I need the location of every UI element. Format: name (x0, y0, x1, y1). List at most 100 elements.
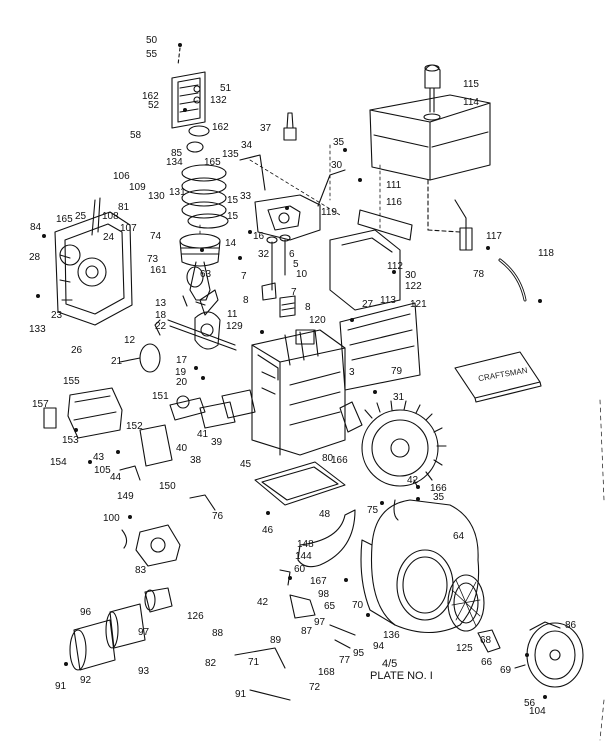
callout-152: 152 (126, 421, 143, 432)
callout-111: 111 (386, 180, 402, 191)
callout-129: 129 (226, 321, 243, 332)
callout-75: 75 (367, 505, 379, 516)
callout-26: 26 (71, 345, 83, 356)
callout-46: 46 (262, 525, 274, 536)
tank-bracket (329, 229, 401, 311)
callout-148: 148 (297, 539, 314, 550)
callout-136: 136 (383, 630, 400, 641)
callout-161: 161 (150, 265, 167, 276)
crankshaft (119, 311, 237, 373)
callout-22: 22 (155, 321, 167, 332)
callout-15: 15 (227, 195, 239, 206)
air-cleaner-assembly (171, 47, 210, 153)
callout-115: 115 (463, 79, 479, 90)
callout-40: 40 (176, 443, 188, 454)
flywheel (339, 400, 447, 489)
air-deflector (297, 509, 356, 568)
heat-shield (357, 209, 413, 241)
callout-119: 119 (321, 207, 337, 218)
callout-73: 73 (147, 254, 159, 265)
callout-56: 56 (524, 698, 536, 709)
callout-92: 92 (80, 675, 92, 686)
callout-8: 8 (243, 295, 249, 306)
callout-117: 117 (486, 231, 502, 242)
crankcase-cover (54, 197, 133, 326)
callout-114: 114 (463, 97, 479, 108)
callout-34: 34 (241, 140, 253, 151)
callout-68: 68 (480, 635, 492, 646)
callout-52: 52 (148, 100, 160, 111)
callout-86: 86 (565, 620, 577, 631)
callout-107: 107 (120, 223, 137, 234)
callout-105: 105 (94, 465, 111, 476)
callout-71: 71 (248, 657, 260, 668)
callout-95: 95 (353, 648, 365, 659)
callout-96: 96 (80, 607, 92, 618)
callout-118: 118 (538, 248, 554, 259)
callout-89: 89 (270, 635, 282, 646)
callout-98: 98 (318, 589, 330, 600)
callout-30: 30 (405, 270, 417, 281)
callout-55: 55 (146, 49, 158, 60)
callout-134: 134 (166, 157, 183, 168)
callout-38: 38 (190, 455, 202, 466)
callout-35: 35 (333, 137, 345, 148)
callout-106: 106 (113, 171, 130, 182)
blower-housing (360, 499, 480, 633)
cylinder-shroud (339, 302, 421, 391)
starter-pawl (477, 629, 501, 653)
governor-linkage (119, 465, 356, 701)
callout-135: 135 (222, 149, 239, 160)
callout-42: 42 (407, 475, 419, 486)
callout-133: 133 (29, 324, 46, 335)
callout-35: 35 (433, 492, 445, 503)
callout-18: 18 (155, 310, 167, 321)
callout-24: 24 (103, 232, 115, 243)
carburetor (239, 154, 346, 241)
callout-10: 10 (296, 269, 308, 280)
callout-20: 20 (176, 377, 188, 388)
callout-32: 32 (258, 249, 270, 260)
callout-63: 63 (200, 269, 212, 280)
callout-150: 150 (159, 481, 176, 492)
callout-153: 153 (62, 435, 79, 446)
callout-81: 81 (118, 202, 130, 213)
callout-166: 166 (430, 483, 447, 494)
callout-109: 109 (129, 182, 146, 193)
callout-94: 94 (373, 641, 385, 652)
callout-125: 125 (456, 643, 473, 654)
callout-48: 48 (319, 509, 331, 520)
callout-77: 77 (339, 655, 351, 666)
owners-manual (454, 351, 542, 403)
callout-155: 155 (63, 376, 80, 387)
callout-50: 50 (146, 35, 158, 46)
callout-97: 97 (138, 627, 150, 638)
engine-block (251, 329, 346, 456)
callout-23: 23 (51, 310, 63, 321)
callout-7: 7 (241, 271, 247, 282)
intake-assembly (121, 524, 181, 567)
muffler (43, 387, 123, 439)
callout-21: 21 (111, 356, 123, 367)
callout-5: 5 (293, 259, 299, 270)
callout-91: 91 (235, 689, 247, 700)
callout-16: 16 (253, 231, 265, 242)
fuel-tank (369, 64, 491, 181)
callout-126: 126 (187, 611, 204, 622)
callout-11: 11 (227, 309, 238, 320)
alignment-lines (199, 144, 381, 441)
callout-112: 112 (387, 261, 403, 272)
callout-154: 154 (50, 457, 67, 468)
callout-12: 12 (124, 335, 136, 346)
callout-122: 122 (405, 281, 422, 292)
callout-168: 168 (318, 667, 335, 678)
callout-19: 19 (175, 367, 187, 378)
callout-8: 8 (305, 302, 311, 313)
hardware-fasteners (36, 43, 547, 699)
exhaust-gaskets (139, 389, 256, 467)
callout-82: 82 (205, 658, 217, 669)
callout-121: 121 (410, 299, 427, 310)
callout-14: 14 (225, 238, 237, 249)
rotating-screen (447, 574, 485, 632)
